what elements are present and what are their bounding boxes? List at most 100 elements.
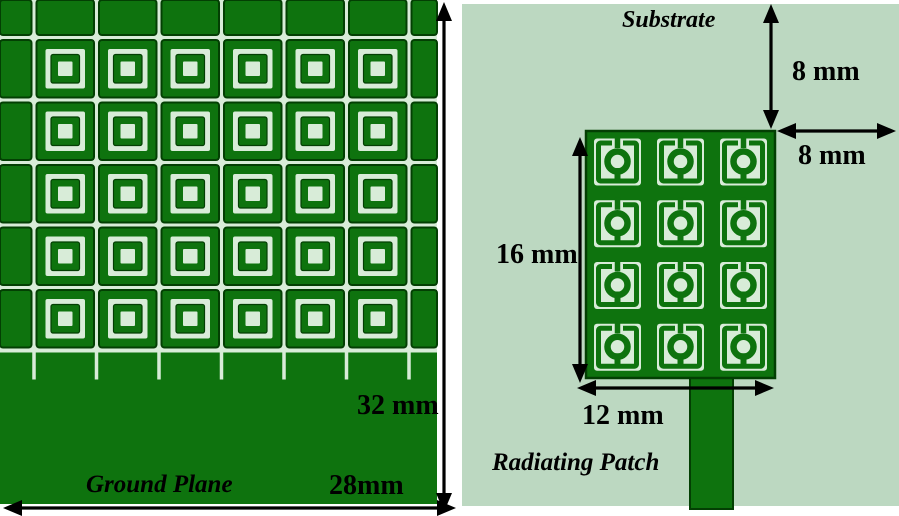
plain-grid-cell [348,0,408,36]
plain-grid-cell [0,289,33,349]
cell-center-square [308,61,323,76]
plain-grid-cell [410,226,438,286]
cell-light-area [594,138,641,186]
ring-bottom-stub [677,291,684,305]
nested-square-cell [35,164,95,224]
nested-square-cell [223,101,283,161]
plain-grid-cell [223,0,283,36]
split-ring-cell [594,321,641,371]
grid-line-horizontal [0,97,437,103]
nested-square-cell [285,101,345,161]
ring-bottom-stub [740,353,747,367]
ground-plane-label: Ground Plane [86,471,233,498]
cell-center-square [183,311,198,326]
nested-square-cell [35,226,95,286]
cell-center-square [245,249,260,264]
ring-bottom-stub [677,168,684,181]
cell-center-square [58,61,73,76]
top-feed-stub [614,197,621,210]
dimension-arrowhead [763,4,779,23]
split-ring-cell [657,259,704,309]
cell-light-area [657,200,704,248]
plain-grid-cell [35,0,95,36]
ring-bottom-stub [614,168,621,181]
nested-square-cell [285,289,345,349]
plain-grid-cell [410,39,438,99]
nested-square-cell [223,164,283,224]
plain-grid-cell [0,101,33,161]
nested-square-cell [348,164,408,224]
patch-height-dimension-arrow [572,137,588,383]
cell-center-square [370,311,385,326]
dimension-arrowhead [777,123,796,139]
cell-center-square [308,311,323,326]
radiating-patch-label: Radiating Patch [492,449,660,476]
cell-center-square [183,124,198,139]
cell-center-square [245,311,260,326]
cell-light-area [657,323,704,371]
ring-bottom-stub [677,229,684,243]
grid-line-vertical [281,0,287,353]
dimension-arrowhead [572,137,588,156]
ground-width-dimension-arrow [3,500,456,516]
split-ring-cell [657,197,704,248]
substrate-top-offset-arrow [763,4,779,129]
cell-center-square [308,186,323,201]
nested-square-cell [98,101,158,161]
grid-line-vertical [156,0,162,353]
grid-line-vertical [94,0,99,353]
plain-grid-cell [410,289,438,349]
nested-square-cell [98,164,158,224]
cell-light-area [594,323,641,371]
dimension-arrowhead [755,380,774,396]
grid-line-stub [32,352,36,380]
grid-line-horizontal [0,347,437,353]
substrate-right-offset-label: 8 mm [798,140,866,171]
nested-square-cell [223,39,283,99]
ring-bottom-stub [740,229,747,243]
dimension-arrowhead [436,2,452,21]
substrate-right-offset-arrow [777,123,896,139]
nested-square-cell [285,164,345,224]
nested-square-cell [285,226,345,286]
dimension-arrowhead [3,500,22,516]
top-feed-stub [677,197,684,210]
grid-line-stub [407,352,411,380]
grid-line-horizontal [0,35,437,40]
top-feed-stub [614,259,621,272]
cell-center-square [308,124,323,139]
cell-center-square [370,61,385,76]
nested-square-cell [98,289,158,349]
cell-center-square [370,124,385,139]
nested-square-cell [223,226,283,286]
ring-bottom-stub [677,353,684,367]
cell-center-square [120,249,135,264]
dimension-arrowhead [436,493,452,512]
ring-bottom-stub [614,229,621,243]
plain-grid-cell [0,39,33,99]
patch-width-dimension-label: 12 mm [582,400,664,431]
cell-center-square [370,186,385,201]
cell-light-area [594,200,641,248]
plain-grid-cell [410,0,438,36]
nested-square-cell [348,39,408,99]
top-feed-stub [677,259,684,272]
dimension-arrowhead [763,110,779,129]
nested-square-cell [160,226,220,286]
ring-bottom-stub [740,291,747,305]
cell-center-square [58,186,73,201]
ground-plane-panel [0,0,456,516]
split-ring-cell [720,321,767,371]
plain-grid-cell [410,164,438,224]
split-ring-cell [594,136,641,186]
cell-light-area [594,262,641,309]
cell-light-area [657,138,704,186]
cell-center-square [58,311,73,326]
grid-line-stub [282,352,286,380]
top-feed-stub [740,197,747,210]
top-feed-stub [740,321,747,334]
substrate-top-offset-label: 8 mm [792,56,860,87]
top-feed-stub [677,321,684,334]
cell-center-square [120,311,135,326]
